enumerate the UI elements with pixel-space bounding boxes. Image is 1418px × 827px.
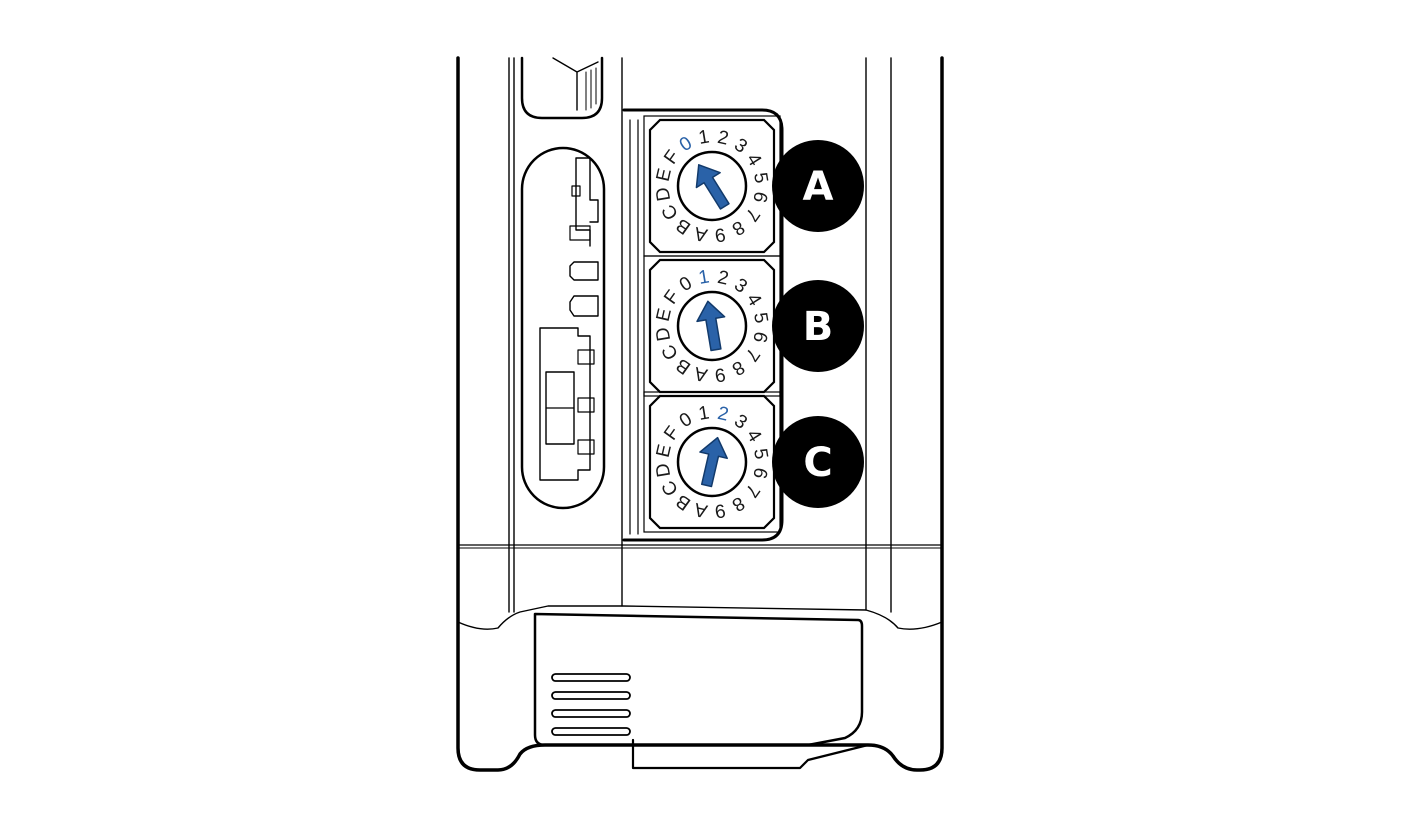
housing-step [457,605,943,630]
dial-char-F: F [660,287,684,309]
pointer-arrow [699,436,728,488]
dial-char-A: A [692,222,709,245]
latch-door [533,612,864,747]
dial-char-F: F [660,423,684,445]
dial-char-6: 6 [748,189,771,204]
dial-char-0: 0 [676,409,696,432]
dial-char-8: 8 [728,356,748,379]
dial-char-E: E [653,166,676,183]
filled-black-circle-icon [772,280,864,372]
top-slot [520,56,604,120]
dial-char-3: 3 [730,410,751,433]
blue-arrow-icon [695,164,730,210]
filled-black-circle-icon [772,140,864,232]
connector-clip [577,439,595,455]
connector-latch [575,157,599,247]
grip-line [551,727,631,736]
dial-char-5: 5 [749,447,771,461]
label-badge-b: B [772,280,864,372]
dial-char-8: 8 [728,492,748,515]
dial-char-0: 0 [676,133,696,156]
dial-char-2: 2 [715,403,730,426]
switch-housing [648,118,776,254]
dial-char-E: E [653,442,676,459]
pointer-arrow [696,300,726,352]
connector-pin [569,225,591,241]
dial-char-4: 4 [742,426,766,446]
dial-char-8: 8 [728,216,748,239]
dial-char-A: A [692,362,709,385]
dial-char-1: 1 [697,266,711,288]
pointer-arrow [695,164,730,210]
dial-char-D: D [652,326,675,343]
dial-char-9: 9 [713,223,727,245]
dial-char-4: 4 [742,150,766,170]
connector-pin [571,185,581,197]
dial-char-5: 5 [749,311,771,325]
blue-arrow-icon [699,436,728,488]
dial-char-3: 3 [730,134,751,157]
grip-line [551,673,631,682]
dial-char-6: 6 [748,329,771,344]
connector-tooth [569,261,599,281]
dial-char-F: F [660,147,684,169]
dial-char-7: 7 [740,204,763,225]
dial-char-7: 7 [740,344,763,365]
badge-label: B [803,304,834,350]
connector-clip [577,349,595,365]
dial-char-7: 7 [740,480,763,501]
dial-char-C: C [658,477,683,500]
badge-label: C [803,440,832,486]
connector-tooth [569,295,599,317]
badge-label: A [803,164,834,210]
dial-char-D: D [652,186,675,203]
grip-line [551,709,631,718]
grip-line [551,691,631,700]
side-slot [520,146,606,510]
switch-housing [648,394,776,530]
dial-char-0: 0 [676,273,696,296]
device-housing [456,56,944,772]
dial-char-9: 9 [713,499,727,521]
dial-char-1: 1 [697,402,711,424]
dial-char-9: 9 [713,363,727,385]
dial-char-E: E [653,306,676,323]
dial-char-3: 3 [730,274,751,297]
dial-char-2: 2 [715,267,730,290]
top-slot-tab [552,57,599,111]
blue-arrow-icon [696,300,726,352]
connector-clip [577,397,595,413]
dial-char-C: C [658,201,683,224]
dial-char-2: 2 [715,127,730,150]
filled-black-circle-icon [772,416,864,508]
label-badge-a: A [772,140,864,232]
bottom-tab [631,738,870,770]
dial-char-6: 6 [748,465,771,480]
dial-char-4: 4 [742,290,766,310]
dial-char-C: C [658,341,683,364]
connector-body [539,327,591,481]
label-badge-c: C [772,416,864,508]
dial-char-1: 1 [697,126,711,148]
dial-char-D: D [652,462,675,479]
dial-char-5: 5 [749,171,771,185]
dial-char-A: A [692,498,709,521]
